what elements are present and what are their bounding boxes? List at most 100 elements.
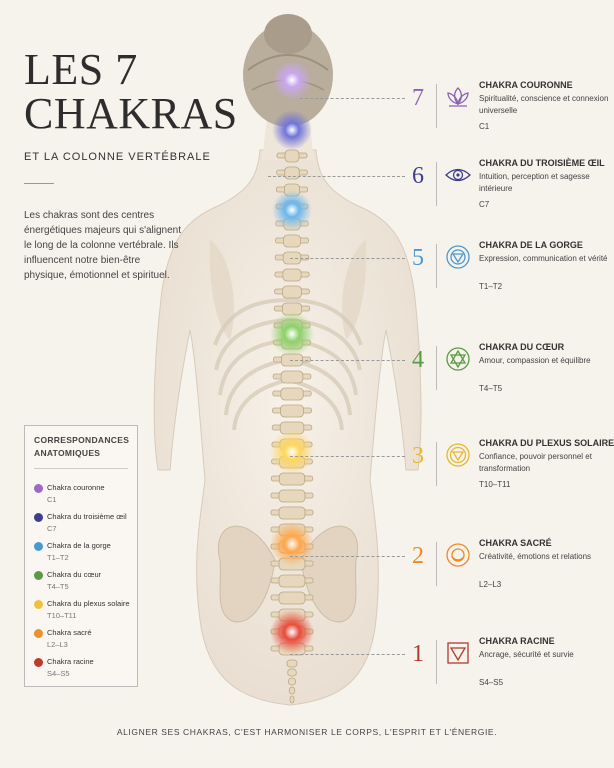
row-divider	[436, 244, 437, 288]
legend-item-name: Chakra du troisième œil	[47, 512, 127, 521]
chakra-description: Intuition, perception et sagesse intérie…	[479, 172, 590, 193]
chakra-row-6: 6 CHAKRA DU TROISIÈME ŒIL Intuition, perce…	[268, 158, 610, 246]
leader-line	[268, 176, 405, 177]
chakra-vertebra-code: T1–T2	[479, 282, 503, 291]
vertebra	[282, 268, 302, 282]
spine-illustration	[153, 14, 422, 706]
chakra-name: CHAKRA DE LA GORGE	[479, 240, 583, 250]
legend-color-dot	[34, 484, 43, 493]
legend-item-code: T4–T5	[47, 582, 69, 591]
page-title: LES 7 CHAKRAS	[24, 48, 238, 136]
leader-line	[290, 360, 405, 361]
vertebra	[280, 387, 304, 401]
sacral-chakra-icon	[443, 540, 473, 570]
vertebra	[284, 166, 300, 180]
legend-item-code: C1	[47, 495, 57, 504]
row-divider	[436, 346, 437, 390]
legend-item-name: Chakra de la gorge	[47, 541, 111, 550]
legend-item-code: T10–T11	[47, 611, 77, 620]
coccyx-segment	[288, 677, 296, 686]
row-divider	[436, 640, 437, 684]
intro-text: Les chakras sont des centres énergétique…	[24, 210, 182, 281]
legend-box: CORRESPONDANCES ANATOMIQUES Chakra couro…	[24, 425, 138, 687]
leader-line	[290, 258, 405, 259]
chakra-description: Spiritualité, conscience et connexion un…	[479, 94, 609, 115]
legend-item-code: L2–L3	[47, 640, 68, 649]
legend-item-code: T1–T2	[47, 553, 69, 562]
coccyx-segment	[286, 659, 298, 668]
chakra-number: 1	[412, 641, 424, 667]
row-divider	[436, 162, 437, 206]
vertebra	[280, 370, 304, 384]
chakra-number: 5	[412, 245, 424, 271]
divider	[24, 183, 54, 184]
legend-color-dot	[34, 658, 43, 667]
chakra-name: CHAKRA SACRÉ	[479, 538, 552, 548]
leader-line	[290, 556, 405, 557]
chakra-row-7: 7 CHAKRA COURONNE Spiritualité, conscience…	[300, 80, 610, 168]
chakra-vertebra-code: T4–T5	[479, 384, 503, 393]
chakra-vertebra-code: C7	[479, 200, 490, 209]
row-divider	[436, 84, 437, 128]
heart-chakra-icon	[443, 344, 473, 374]
chakra-number: 6	[412, 163, 424, 189]
coccyx-segment	[288, 686, 296, 695]
legend-item-code: S4–S5	[47, 669, 70, 678]
chakra-vertebra-code: T10–T11	[479, 480, 511, 489]
coccyx-segment	[287, 668, 297, 677]
legend-item-name: Chakra couronne	[47, 483, 105, 492]
page-subtitle: ET LA COLONNE VERTÉBRALE	[24, 151, 211, 163]
chakra-number: 2	[412, 543, 424, 569]
leader-line	[290, 654, 405, 655]
vertebra	[280, 404, 304, 418]
eye-icon	[443, 160, 473, 190]
leader-line	[290, 456, 405, 457]
chakra-name: CHAKRA DU CŒUR	[479, 342, 565, 352]
vertebra	[282, 285, 302, 299]
chakra-number: 3	[412, 443, 424, 469]
legend-color-dot	[34, 571, 43, 580]
title-line-1: LES 7	[24, 45, 138, 94]
chakra-number: 4	[412, 347, 424, 373]
throat-chakra-icon	[443, 242, 473, 272]
chakra-name: CHAKRA COURONNE	[479, 80, 573, 90]
chakra-name: CHAKRA DU TROISIÈME ŒIL	[479, 158, 605, 168]
chakra-vertebra-code: S4–S5	[479, 678, 504, 687]
chakra-number: 7	[412, 85, 424, 111]
solar-plexus-icon	[443, 440, 473, 470]
row-divider	[436, 442, 437, 486]
coccyx-segment	[289, 695, 295, 704]
chakra-description: Amour, compassion et équilibre	[479, 356, 591, 365]
chakra-row-5: 5 CHAKRA DE LA GORGE Expression, communica…	[290, 240, 610, 328]
vertebra	[278, 489, 306, 503]
legend-item-code: C7	[47, 524, 57, 533]
vertebra	[278, 574, 306, 588]
chakra-description: Créativité, émotions et relations	[479, 552, 592, 561]
title-line-2: CHAKRAS	[24, 89, 238, 138]
legend-item-name: Chakra du plexus solaire	[47, 599, 130, 608]
vertebra	[278, 506, 306, 520]
root-chakra-icon	[443, 638, 473, 668]
chakra-name: CHAKRA DU PLEXUS SOLAIRE	[479, 438, 614, 448]
vertebra	[283, 234, 301, 248]
legend-color-dot	[34, 629, 43, 638]
legend-item-name: Chakra du cœur	[47, 570, 102, 579]
chakra-vertebra-code: C1	[479, 122, 490, 131]
legend-item-name: Chakra racine	[47, 657, 94, 666]
legend-color-dot	[34, 542, 43, 551]
vertebra	[278, 591, 306, 605]
leader-line	[300, 98, 405, 99]
legend-color-dot	[34, 600, 43, 609]
chakra-description: Expression, communication et vérité	[479, 254, 608, 263]
footer-tagline: ALIGNER SES CHAKRAS, C'EST HARMONISER LE…	[116, 727, 498, 737]
legend-color-dot	[34, 513, 43, 522]
